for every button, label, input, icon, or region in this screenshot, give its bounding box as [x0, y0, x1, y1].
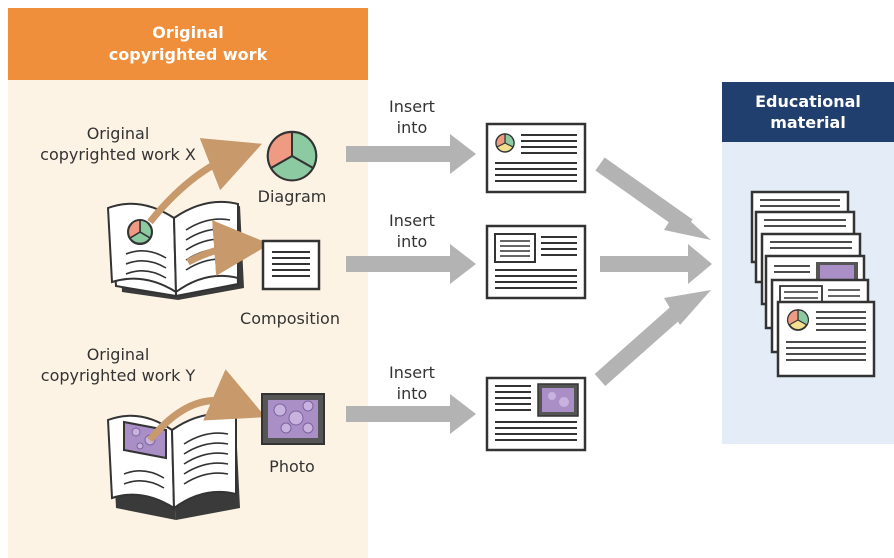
pie-diagram-icon [266, 130, 318, 182]
source-y-line2: copyrighted work Y [40, 366, 196, 385]
insert-arrow-row1 [346, 134, 476, 174]
source-x-line1: Original [86, 124, 150, 143]
insert-arrow-row2 [346, 244, 476, 284]
document-stack-icon [750, 190, 876, 378]
composition-label: Composition [240, 309, 340, 328]
pie-diagram-icon [127, 219, 153, 245]
insert-into-label-row3: Insert into [389, 362, 435, 404]
converge-arrow-middle [600, 244, 712, 284]
insert-arrow-row3 [346, 394, 476, 434]
insert-into-label-row2: Insert into [389, 210, 435, 252]
curve-arrow-to-diagram [147, 138, 263, 225]
converge-arrow-top [595, 157, 711, 240]
document-with-diagram-icon [485, 122, 587, 194]
source-x-label: Original copyrighted work X [40, 123, 196, 165]
insert-label: Insert [389, 363, 435, 382]
left-header-line1: Original [152, 23, 224, 42]
source-x-line2: copyrighted work X [40, 145, 196, 164]
insert-label: Insert [389, 97, 435, 116]
left-header-line2: copyrighted work [108, 45, 268, 64]
text-page-icon [261, 239, 321, 291]
photo-frame-icon [261, 393, 325, 445]
document-with-photo-icon [485, 376, 587, 452]
curve-arrow-to-photo [147, 369, 266, 443]
photo-label: Photo [269, 457, 315, 476]
source-y-label: Original copyrighted work Y [41, 344, 195, 386]
into-label: into [396, 384, 428, 403]
document-with-composition-icon [485, 224, 587, 300]
insert-into-label-row1: Insert into [389, 96, 435, 138]
source-y-line1: Original [86, 345, 150, 364]
converge-arrow-bottom [594, 290, 711, 386]
right-header-line1: Educational [755, 92, 861, 111]
right-panel-header: Educational material [722, 82, 894, 142]
into-label: into [396, 118, 428, 137]
curve-arrow-to-composition [186, 220, 270, 276]
right-header-line2: material [770, 113, 846, 132]
diagram-label: Diagram [257, 187, 327, 206]
into-label: into [396, 232, 428, 251]
left-panel-header: Original copyrighted work [8, 8, 368, 80]
open-book-icon [106, 412, 240, 520]
insert-label: Insert [389, 211, 435, 230]
